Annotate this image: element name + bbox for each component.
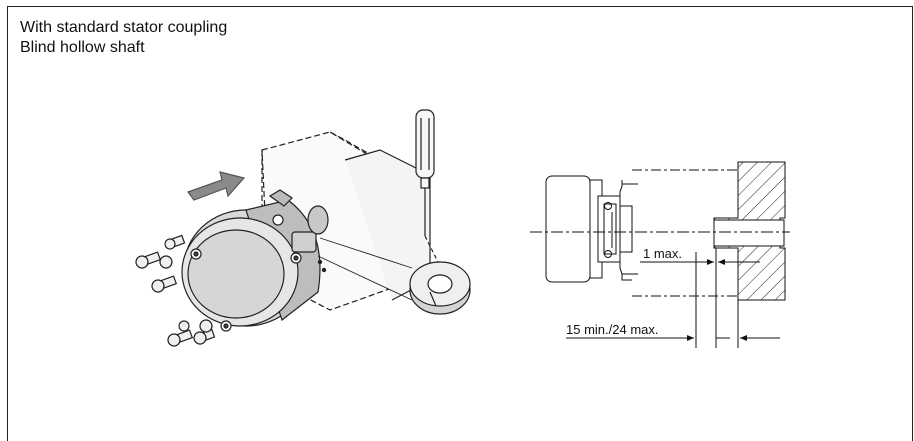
assembly-illustration [135, 109, 471, 347]
dimension-drawing [530, 161, 790, 348]
dimension-gap-label: 1 max. [643, 246, 682, 261]
figure-frame [7, 6, 913, 441]
direction-arrow [187, 171, 246, 201]
figure-caption: With standard stator coupling Blind holl… [20, 18, 227, 58]
encoder-body [181, 189, 329, 332]
dimension-depth-label: 15 min./24 max. [566, 322, 659, 337]
screwdriver [415, 109, 435, 236]
encoder-side-view [545, 175, 638, 283]
caption-line-2: Blind hollow shaft [20, 39, 145, 56]
clamping-ring [409, 261, 471, 315]
caption-line-1: With standard stator coupling [20, 19, 228, 36]
screws [135, 234, 216, 347]
blind-hollow-shaft [713, 219, 785, 247]
